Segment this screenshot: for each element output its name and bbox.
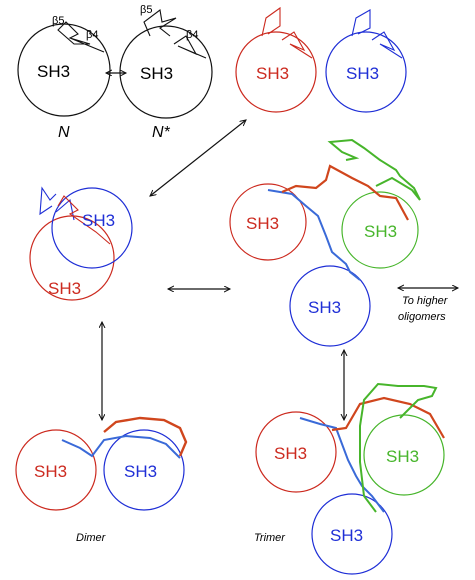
ot-blue-linker <box>267 189 361 281</box>
trimer-green-linker <box>359 382 438 513</box>
open-trimer: SH3 SH3 SH3 <box>229 138 421 347</box>
trimer-red-linker <box>331 396 445 439</box>
dimer: SH3 SH3 Dimer <box>15 416 188 544</box>
red-sh3-circle <box>235 31 317 113</box>
trimer-red-domain-label: SH3 <box>274 444 307 463</box>
ot-green-linker <box>327 138 421 201</box>
nstar-domain-label: SH3 <box>140 64 173 83</box>
ot-red-circle <box>229 183 307 261</box>
trimer-red-circle <box>255 411 337 493</box>
red-hairpin <box>261 6 313 59</box>
blue-monomer: SH3 <box>325 9 407 113</box>
nstar-b4-label: β4 <box>186 29 198 41</box>
blue-hairpin <box>351 9 403 59</box>
ot-green-domain-label: SH3 <box>364 222 397 241</box>
trimer: SH3 SH3 SH3 Trimer <box>254 382 445 575</box>
dimer-blue-circle <box>103 429 185 511</box>
nstar-b5-label: β5 <box>140 4 152 16</box>
dimer-red-domain-label: SH3 <box>34 462 67 481</box>
arrow-monomers-to-intertwined <box>150 120 246 196</box>
pair-red-hairpin <box>57 195 111 245</box>
native-b5-label: β5 <box>52 15 64 27</box>
dimer-red-linker <box>103 416 188 457</box>
dimer-red-circle <box>15 429 97 511</box>
trimer-blue-linker <box>299 417 385 513</box>
blue-domain-label: SH3 <box>346 64 379 83</box>
nstar-hairpin <box>143 9 207 59</box>
ot-red-linker <box>281 164 409 221</box>
higher-oligomers-caption-2: oligomers <box>398 311 446 323</box>
pair-red-domain-label: SH3 <box>48 279 81 298</box>
dimer-caption: Dimer <box>76 532 107 544</box>
red-monomer: SH3 <box>235 6 317 113</box>
dimer-blue-linker <box>61 434 181 459</box>
trimer-caption: Trimer <box>254 532 286 544</box>
blue-sh3-circle <box>325 31 407 113</box>
pair-blue-hairpin <box>39 186 75 221</box>
nstar-sh3-circle <box>119 25 213 119</box>
pair-blue-circle <box>51 187 133 269</box>
nstar-state-label: N* <box>152 124 171 141</box>
native-hairpin <box>57 21 105 53</box>
native-b4-label: β4 <box>86 29 98 41</box>
ot-blue-domain-label: SH3 <box>308 298 341 317</box>
native-domain-label: SH3 <box>37 62 70 81</box>
native-star-state: β5 β4 SH3 N* <box>119 4 213 141</box>
trimer-green-domain-label: SH3 <box>386 447 419 466</box>
dimer-blue-domain-label: SH3 <box>124 462 157 481</box>
ot-blue-circle <box>289 265 371 347</box>
trimer-blue-domain-label: SH3 <box>330 526 363 545</box>
ot-red-domain-label: SH3 <box>246 214 279 233</box>
pair-blue-domain-label: SH3 <box>82 211 115 230</box>
red-domain-label: SH3 <box>256 64 289 83</box>
higher-oligomers-caption-1: To higher <box>402 295 449 307</box>
ot-green-circle <box>341 191 419 269</box>
intertwined-pair: SH3 SH3 <box>29 186 133 301</box>
native-state-label: N <box>58 124 70 141</box>
native-state: β5 β4 SH3 N <box>17 15 111 141</box>
trimer-blue-circle <box>311 493 393 575</box>
